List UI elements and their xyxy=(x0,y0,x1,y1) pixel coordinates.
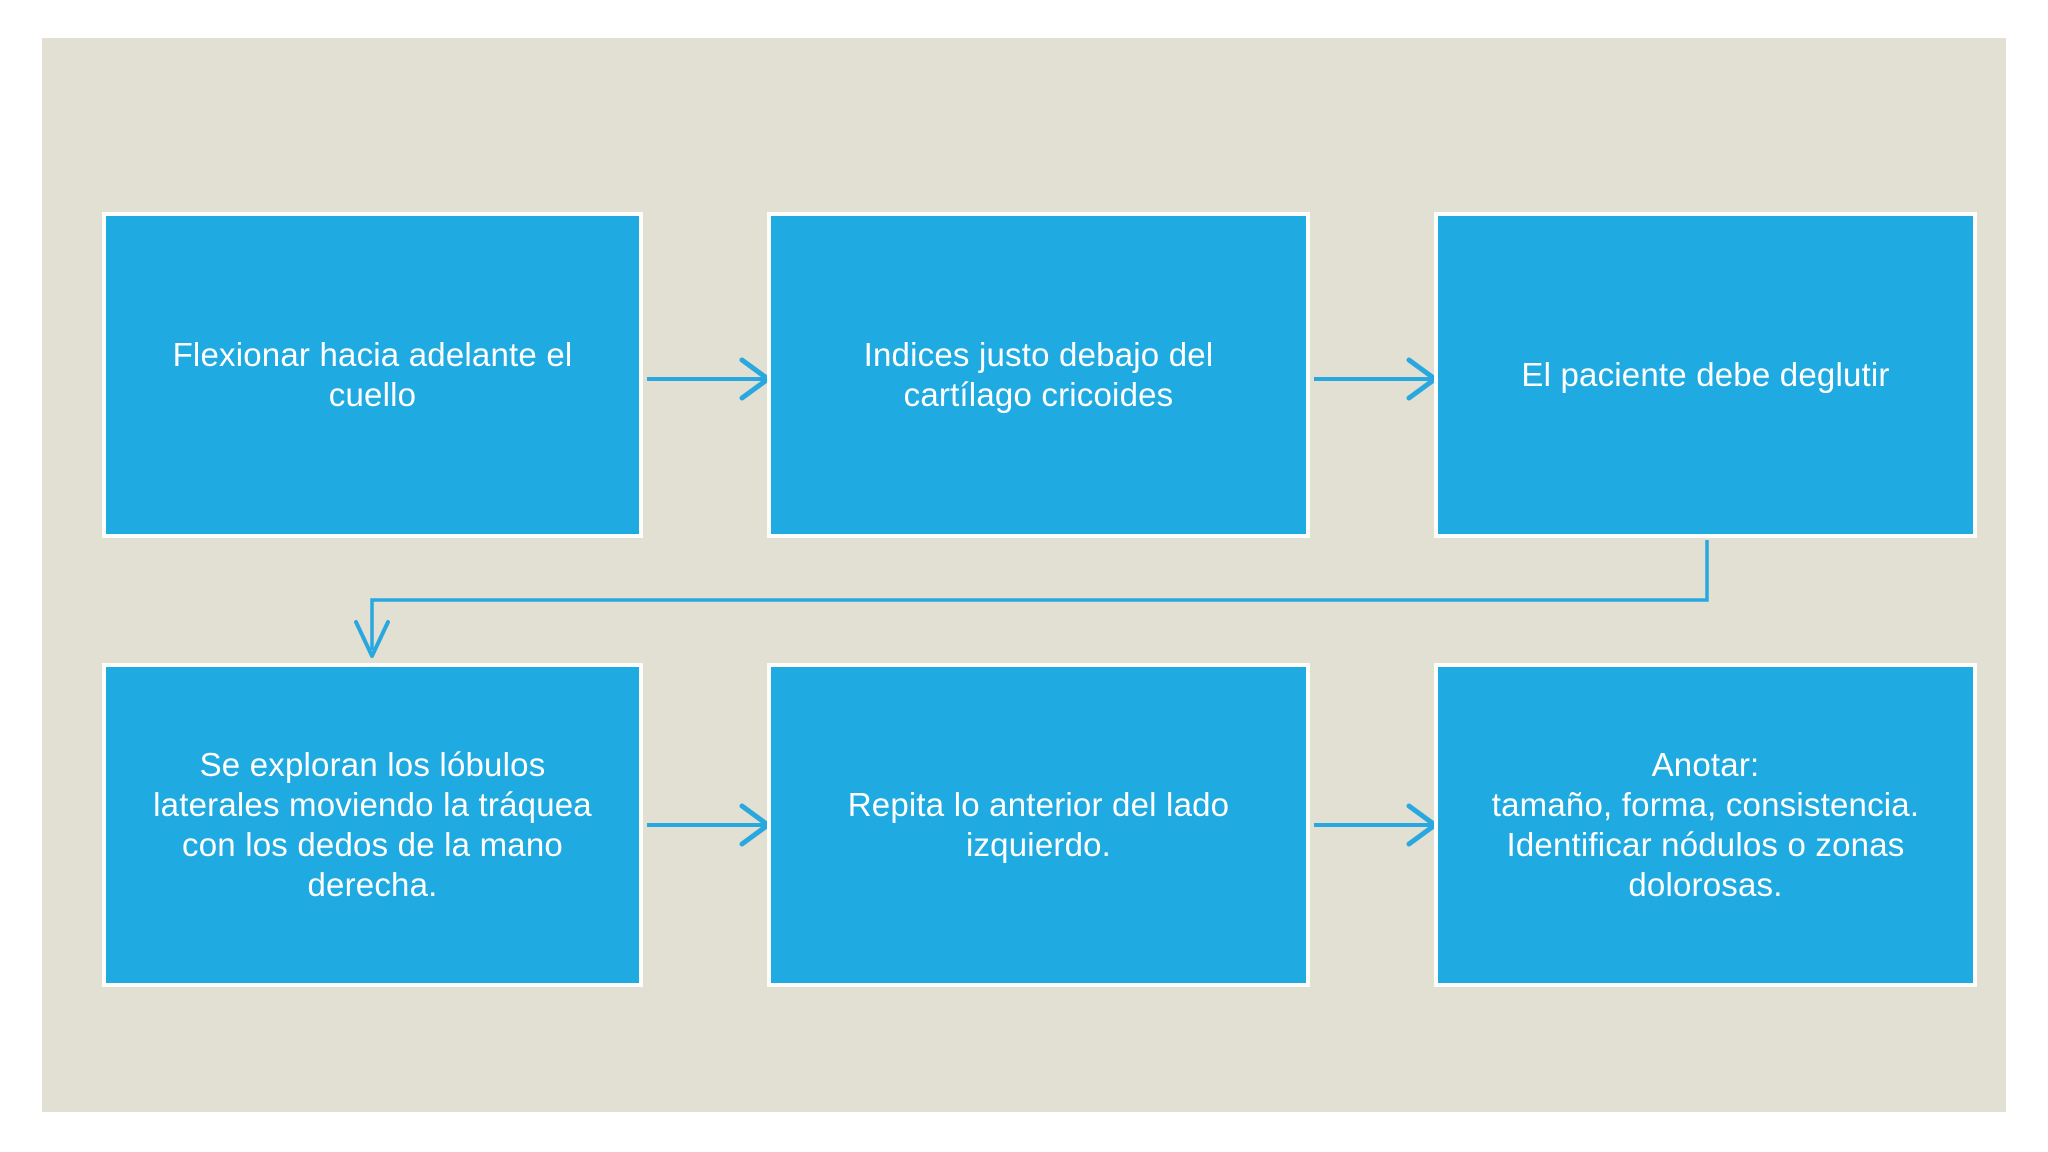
flow-node-5[interactable]: Repita lo anterior del lado izquierdo. xyxy=(767,663,1310,987)
flow-node-3-label: El paciente debe deglutir xyxy=(1521,355,1890,393)
flow-node-6[interactable]: Anotar: tamaño, forma, consistencia. Ide… xyxy=(1434,663,1977,987)
flow-node-1[interactable]: Flexionar hacia adelante el cuello xyxy=(102,212,643,538)
flow-node-4-label: Se exploran los lóbulos laterales movien… xyxy=(153,745,592,904)
edge-node3-node4 xyxy=(354,540,1709,658)
edge-node5-node6 xyxy=(1314,803,1438,847)
edge-node1-node2 xyxy=(647,357,771,401)
flow-node-5-label: Repita lo anterior del lado izquierdo. xyxy=(847,785,1230,863)
flow-node-2-label: Indices justo debajo del cartílago crico… xyxy=(863,335,1214,413)
flow-node-6-label: Anotar: tamaño, forma, consistencia. Ide… xyxy=(1491,745,1920,904)
flow-node-2[interactable]: Indices justo debajo del cartílago crico… xyxy=(767,212,1310,538)
edge-node4-node5 xyxy=(647,803,771,847)
flow-node-4[interactable]: Se exploran los lóbulos laterales movien… xyxy=(102,663,643,987)
edge-node2-node3 xyxy=(1314,357,1438,401)
flow-node-3[interactable]: El paciente debe deglutir xyxy=(1434,212,1977,538)
flow-node-1-label: Flexionar hacia adelante el cuello xyxy=(172,335,573,413)
